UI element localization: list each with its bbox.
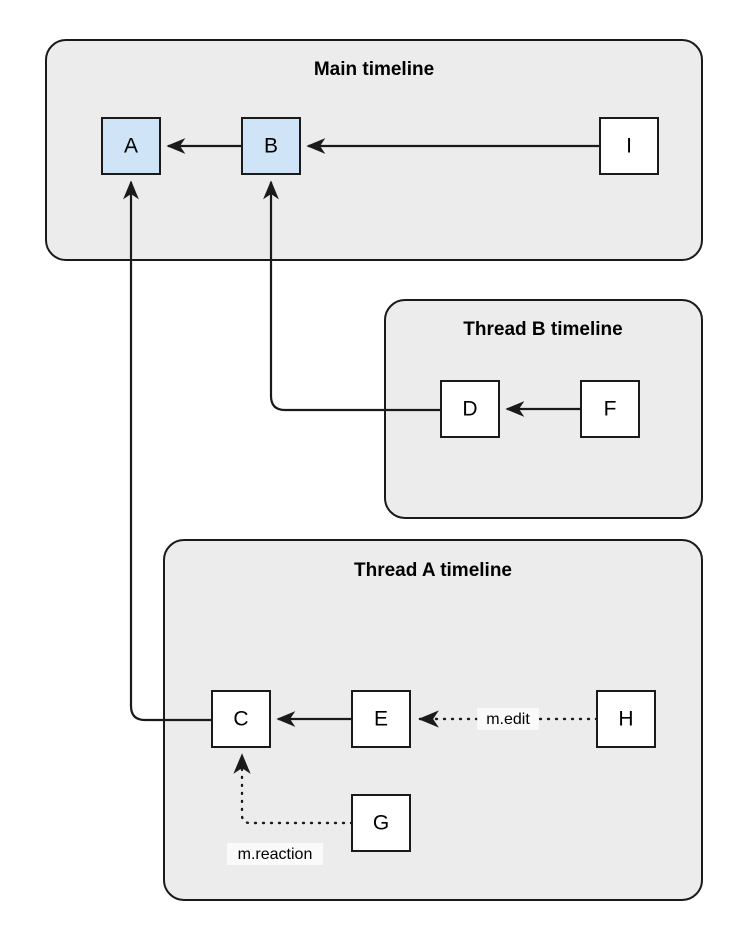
node-I[interactable]: I xyxy=(599,117,659,175)
node-label-I: I xyxy=(626,135,632,158)
group-main: Main timeline xyxy=(45,39,703,261)
node-H[interactable]: H xyxy=(596,690,656,748)
node-box-A[interactable] xyxy=(101,117,161,175)
node-box-G[interactable] xyxy=(351,794,411,852)
edge-d-to-b xyxy=(263,180,441,412)
node-label-D: D xyxy=(462,398,477,421)
edge-label-g-to-c: m.reaction xyxy=(238,846,313,863)
node-box-D[interactable] xyxy=(440,380,500,438)
group-title-main: Main timeline xyxy=(314,59,434,80)
node-E[interactable]: E xyxy=(351,690,411,748)
edge-label-h-to-e: m.edit xyxy=(486,711,530,728)
node-F[interactable]: F xyxy=(580,380,640,438)
node-label-C: C xyxy=(233,708,248,731)
group-title-threadA: Thread A timeline xyxy=(354,560,512,581)
node-D[interactable]: D xyxy=(440,380,500,438)
node-box-B[interactable] xyxy=(241,117,301,175)
nodes: A B I D F C E H G xyxy=(101,117,659,852)
node-C[interactable]: C xyxy=(211,690,271,748)
edge-labels: m.edit m.reaction xyxy=(227,708,539,865)
node-G[interactable]: G xyxy=(351,794,411,852)
group-box-main xyxy=(45,39,703,261)
node-box-E[interactable] xyxy=(351,690,411,748)
node-label-G: G xyxy=(373,812,389,835)
edge-c-to-a xyxy=(123,180,212,722)
node-label-E: E xyxy=(374,708,388,731)
group-title-threadB: Thread B timeline xyxy=(463,319,622,340)
node-B[interactable]: B xyxy=(241,117,301,175)
node-box-C[interactable] xyxy=(211,690,271,748)
node-box-F[interactable] xyxy=(580,380,640,438)
edge-label-background-g-to-c xyxy=(227,843,323,865)
node-A[interactable]: A xyxy=(101,117,161,175)
edge-label-background-h-to-e xyxy=(477,708,539,730)
node-box-I[interactable] xyxy=(599,117,659,175)
node-label-B: B xyxy=(264,135,278,158)
node-label-A: A xyxy=(124,135,138,158)
node-label-H: H xyxy=(618,708,633,731)
node-label-F: F xyxy=(604,398,617,421)
node-box-H[interactable] xyxy=(596,690,656,748)
